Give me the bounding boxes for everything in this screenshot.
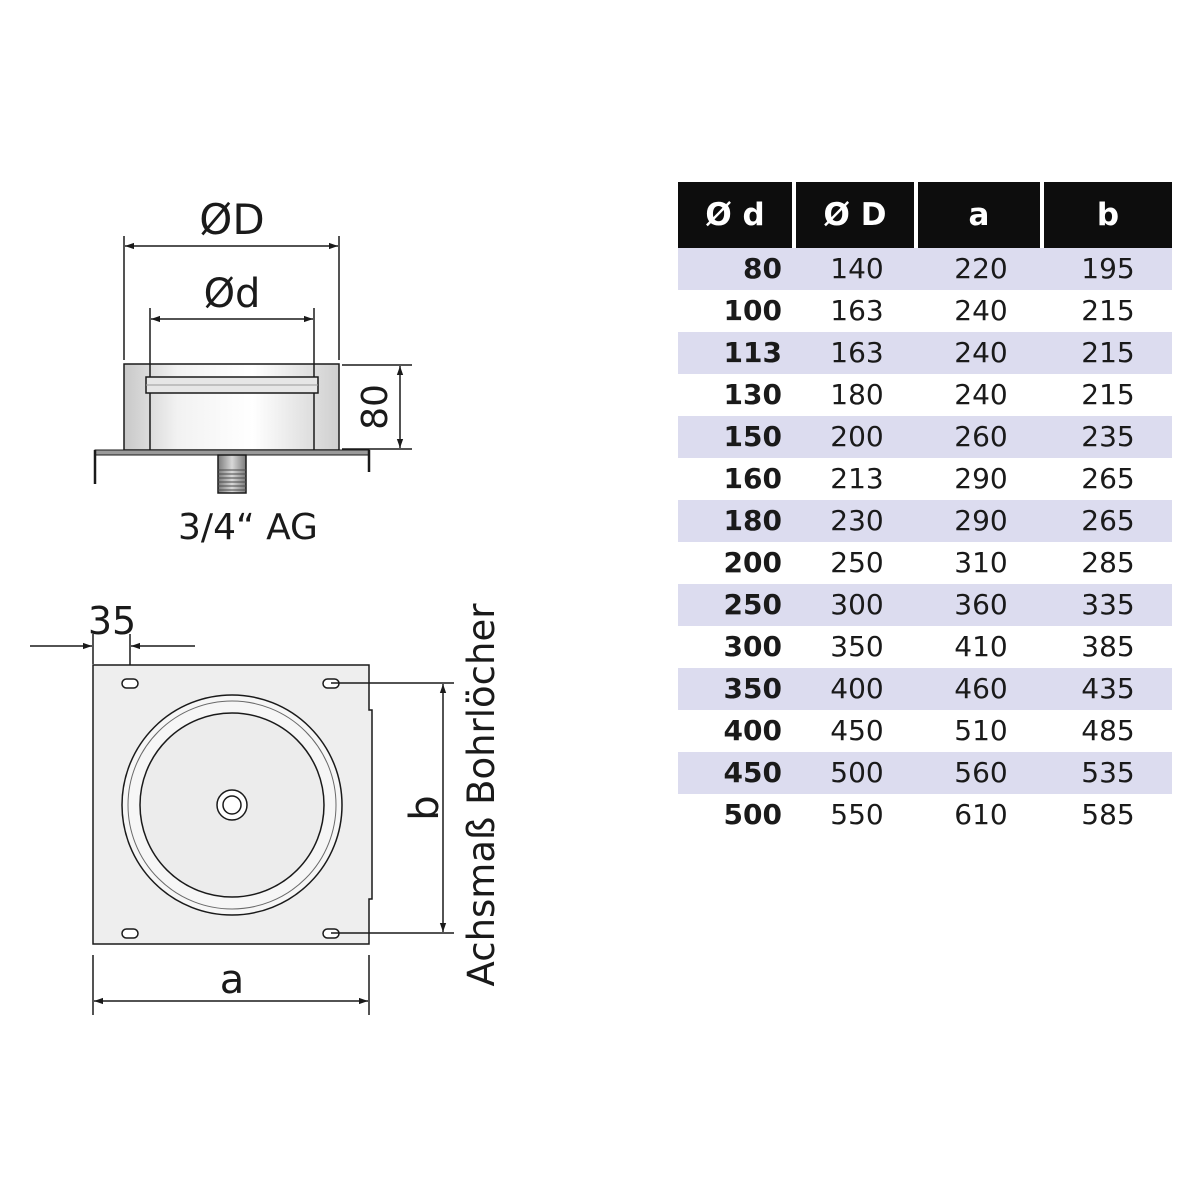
technical-drawing: ØD Ød 80 3/4“ AG 35 a b Achsmaß Bohrlöch — [30, 195, 503, 1015]
table-cell: 410 — [954, 630, 1008, 663]
table-cell: 260 — [918, 416, 1044, 458]
table-cell: 240 — [954, 378, 1008, 411]
table-cell: 265 — [1044, 500, 1172, 542]
table-cell: 550 — [830, 798, 884, 831]
table-cell: 350 — [678, 668, 796, 710]
table-cell: 180 — [830, 378, 884, 411]
table-row: 160 213 290 265 — [678, 458, 1172, 500]
outer-diameter-label: ØD — [199, 195, 264, 244]
header-inner-diameter: Ø d — [678, 182, 796, 248]
table-cell: 300 — [723, 630, 782, 663]
table-cell: 180 — [678, 500, 796, 542]
height-label: 80 — [355, 384, 396, 430]
table-cell: 150 — [678, 416, 796, 458]
table-cell: 290 — [954, 462, 1008, 495]
table-cell: 485 — [1081, 714, 1135, 747]
table-cell: 163 — [796, 332, 918, 374]
table-cell: 285 — [1081, 546, 1135, 579]
table-header-row: Ø d Ø D a b — [678, 182, 1172, 248]
hole-axis-label: Achsmaß Bohrlöcher — [460, 603, 503, 987]
table-row: 130 180 240 215 — [678, 374, 1172, 416]
table-cell: 163 — [830, 294, 884, 327]
header-spacing-b: b — [1044, 182, 1172, 248]
table-cell: 385 — [1081, 630, 1135, 663]
table-cell: 560 — [918, 752, 1044, 794]
header-width-a: a — [918, 182, 1044, 248]
table-cell: 235 — [1044, 416, 1172, 458]
table-cell: 450 — [830, 714, 884, 747]
table-cell: 113 — [678, 332, 796, 374]
table-cell: 310 — [954, 546, 1008, 579]
table-cell: 500 — [723, 798, 782, 831]
edge-offset-label: 35 — [88, 599, 136, 643]
table-row: 300 350 410 385 — [678, 626, 1172, 668]
table-cell: 240 — [954, 294, 1008, 327]
table-row: 500 550 610 585 — [678, 794, 1172, 836]
table-cell: 100 — [723, 294, 782, 327]
table-row: 100 163 240 215 — [678, 290, 1172, 332]
table-cell: 130 — [723, 378, 782, 411]
table-cell: 435 — [1044, 668, 1172, 710]
table-cell: 230 — [796, 500, 918, 542]
table-cell: 460 — [918, 668, 1044, 710]
table-cell: 250 — [678, 584, 796, 626]
inner-diameter-label: Ød — [204, 271, 261, 317]
table-cell: 450 — [678, 752, 796, 794]
table-cell: 585 — [1081, 798, 1135, 831]
table-cell: 200 — [796, 416, 918, 458]
table-row: 200 250 310 285 — [678, 542, 1172, 584]
width-label: a — [220, 957, 245, 1003]
table-row: 400 450 510 485 — [678, 710, 1172, 752]
table-cell: 250 — [830, 546, 884, 579]
table-cell: 215 — [1044, 332, 1172, 374]
table-cell: 500 — [796, 752, 918, 794]
side-view — [93, 236, 412, 494]
table-cell: 300 — [796, 584, 918, 626]
table-cell: 510 — [954, 714, 1008, 747]
table-cell: 535 — [1044, 752, 1172, 794]
table-cell: 400 — [796, 668, 918, 710]
table-cell: 610 — [954, 798, 1008, 831]
table-cell: 290 — [918, 500, 1044, 542]
table-cell: 220 — [918, 248, 1044, 290]
table-cell: 200 — [723, 546, 782, 579]
table-cell: 400 — [723, 714, 782, 747]
table-cell: 215 — [1081, 294, 1135, 327]
table-cell: 213 — [830, 462, 884, 495]
mounting-hole — [121, 678, 139, 689]
table-cell: 160 — [723, 462, 782, 495]
table-cell: 240 — [918, 332, 1044, 374]
hole-spacing-label: b — [402, 795, 448, 820]
top-view — [30, 634, 454, 1015]
table-cell: 80 — [678, 248, 796, 290]
header-outer-diameter: Ø D — [796, 182, 918, 248]
table-cell: 140 — [796, 248, 918, 290]
mounting-hole — [121, 928, 139, 939]
table-cell: 350 — [830, 630, 884, 663]
table-cell: 195 — [1044, 248, 1172, 290]
table-cell: 335 — [1044, 584, 1172, 626]
table-cell: 265 — [1081, 462, 1135, 495]
table-cell: 360 — [918, 584, 1044, 626]
table-cell: 215 — [1081, 378, 1135, 411]
thread-label: 3/4“ AG — [178, 507, 318, 548]
